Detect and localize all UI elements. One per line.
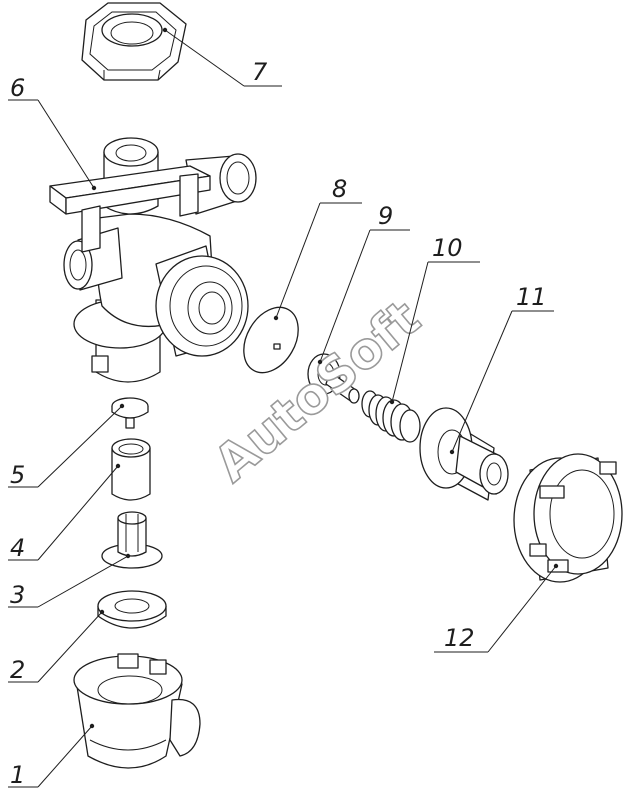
label-1: 1 [10, 761, 25, 789]
part-3-slotted-guide [101, 511, 163, 569]
callout-8: 8 [273, 175, 362, 321]
callout-1: 1 [8, 723, 95, 789]
part-2-washer [97, 590, 167, 629]
callout-9: 9 [317, 202, 410, 365]
callout-4: 4 [8, 463, 121, 562]
part-7-hex-nut [81, 2, 187, 81]
part-10-spring [361, 390, 421, 443]
part-6-valve-body [49, 137, 257, 383]
callout-7: 7 [162, 27, 282, 87]
label-8: 8 [332, 175, 347, 203]
part-9-valve-stem [307, 353, 360, 404]
callout-6: 6 [8, 74, 97, 191]
label-6: 6 [10, 74, 25, 102]
part-12-union-nut [513, 453, 623, 583]
part-4-sleeve [111, 438, 151, 501]
label-12: 12 [444, 624, 475, 652]
callout-12: 12 [434, 563, 559, 653]
label-5: 5 [10, 461, 25, 489]
label-2: 2 [10, 656, 25, 684]
label-11: 11 [516, 283, 547, 311]
callout-3: 3 [8, 553, 131, 609]
label-10: 10 [432, 234, 463, 262]
label-7: 7 [252, 58, 268, 86]
part-11-plunger [419, 407, 509, 501]
callout-10: 10 [389, 234, 480, 405]
label-3: 3 [10, 581, 25, 609]
callout-2: 2 [8, 609, 105, 684]
callout-11: 11 [449, 283, 554, 455]
part-8-membrane [243, 306, 299, 374]
label-4: 4 [10, 534, 25, 562]
part-1-cap-nut [73, 653, 201, 769]
label-9: 9 [378, 202, 393, 230]
part-5-valve-disc [111, 397, 149, 429]
callout-5: 5 [8, 403, 125, 489]
